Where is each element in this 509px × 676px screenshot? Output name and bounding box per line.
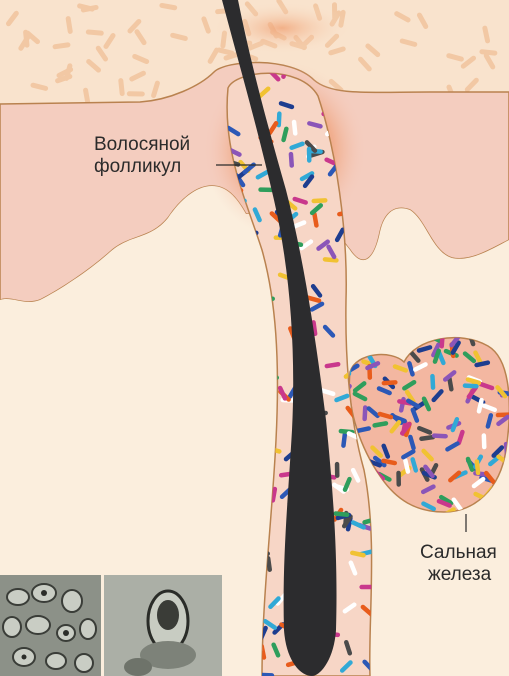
gland-bacterium xyxy=(432,433,448,438)
gland-label: Сальная железа xyxy=(420,542,497,586)
micrograph-bacteria-cluster xyxy=(0,575,101,676)
follicle-label: Волосяной фолликул xyxy=(94,134,190,178)
follicle-label-line-1: Волосяной xyxy=(94,134,190,156)
gland-label-line-2: железа xyxy=(420,564,497,586)
follicle-bacterium xyxy=(311,198,327,203)
gland-bacterium xyxy=(463,383,479,388)
gland-label-line-1: Сальная xyxy=(420,542,497,564)
follicle-bacterium xyxy=(307,147,312,163)
follicle-label-line-2: фолликул xyxy=(94,156,190,178)
gland-bacterium xyxy=(482,433,487,449)
follicle-bacterium xyxy=(335,462,340,478)
gland-bacterium xyxy=(396,471,401,487)
micrograph-single-bacterium xyxy=(104,575,222,676)
surface-bacterium xyxy=(127,91,145,96)
gland-bacterium xyxy=(430,374,435,390)
